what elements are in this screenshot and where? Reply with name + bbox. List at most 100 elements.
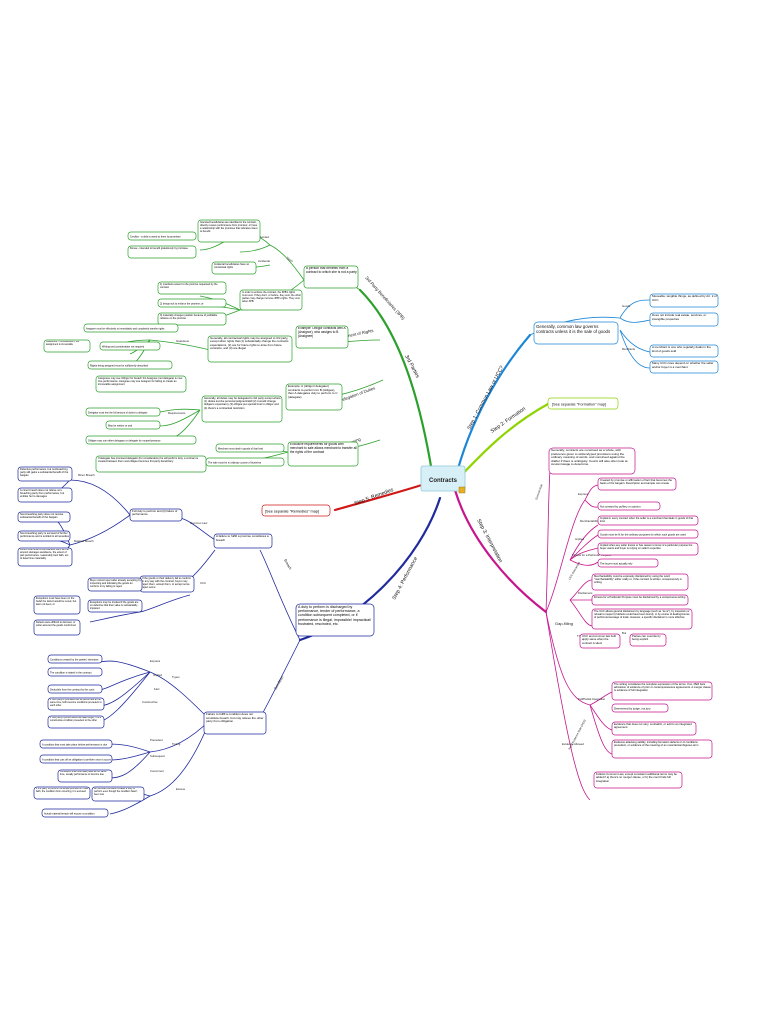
box-ucc-per: Follows Common Law, except consistent ad… — [593, 771, 683, 789]
svg-text:The sale must be in ordinary c: The sale must be in ordinary course of b… — [208, 462, 262, 465]
label-gap-filling: Gap-filling — [555, 621, 573, 626]
branch-line-interpretation — [453, 488, 548, 614]
label-merchants: Merchants — [622, 347, 636, 351]
box-disclaim2: Fitness for a Particular Purpose must be… — [591, 594, 689, 606]
branch-line-ucc — [453, 333, 532, 482]
box-mat-breach2: Non-breaching party is excused of furthe… — [17, 530, 71, 542]
svg-text:Goods must be fit for the ordi: Goods must be fit for the ordinary purpo… — [600, 533, 686, 537]
box-perf-main: A duty to perform is discharged by perfo… — [295, 603, 375, 637]
box-excl-main: Exclusive requirements for goods with me… — [287, 441, 359, 467]
box-merch1: Implied in every contract when the selle… — [597, 515, 699, 526]
box-constructive: If both party's promises can be performe… — [47, 697, 105, 711]
box-implied-fact: Deducible from the contract by the court — [47, 684, 103, 694]
box-general-rule: Generally, contracts are construed as a … — [548, 447, 636, 475]
box-third-party: UCC and common law both apply same when … — [579, 633, 621, 649]
svg-text:[See separate "Formation" map]: [See separate "Formation" map] — [552, 403, 606, 407]
label-timing: Timing — [172, 742, 181, 746]
box-merchant-rule: Merchant must deal in goods of that kind — [215, 443, 285, 453]
box-vest2: 2) brings suit to enforce the promise; o… — [157, 298, 227, 308]
box-subsequent: A condition that cuts off an obligation … — [39, 754, 113, 764]
box-evid2: Evidence attacking validity, including f… — [611, 739, 713, 759]
box-donee: Donee - intended to benefit gratuitously… — [127, 245, 197, 259]
box-see-formation[interactable]: [See separate "Formation" map] — [547, 397, 619, 410]
box-excuse2: An excused condition creates a duty to p… — [91, 786, 145, 802]
box-ucc-cure: Buyer cannot reject after already accept… — [87, 577, 143, 592]
label-delegation: Delegation of Duties — [339, 385, 376, 403]
box-assign-note: Generally, all contractual rights may be… — [207, 335, 293, 363]
box-creditor: Creditor - a debt is owed to them by pro… — [127, 231, 197, 241]
box-goods-def2: Does not include real estate, services, … — [649, 312, 719, 327]
box-common-law-goods: Generally, common law governs contracts … — [533, 321, 619, 345]
label-merchantability: Merchantability — [580, 519, 599, 523]
svg-text:Assignee must be effectively t: Assignee must be effectively to immediat… — [86, 328, 165, 331]
box-concurrent: Conditions that must take place at the s… — [57, 769, 113, 783]
label-gratuitous: Gratuitous — [176, 339, 190, 343]
label-precedent: Precedent — [150, 738, 163, 742]
box-parol1: The writing constitutes the complete exp… — [611, 681, 713, 701]
label-constructive: Constructive — [142, 700, 158, 704]
box-excuse1: If the party to perform its tender/promi… — [33, 786, 91, 800]
label-intended: Intended — [258, 235, 269, 239]
box-assign-main: Example: Obligor contracts with A (Assig… — [295, 325, 349, 349]
branch-line-formation — [453, 402, 550, 484]
center-node[interactable]: Contracts — [420, 465, 466, 494]
box-rights-assign: Rights being assigned must be sufficient… — [87, 360, 173, 370]
box-cond-stated: The condition is stated in the contract — [47, 667, 103, 677]
box-incidental: Incidental beneficiaries have no contrac… — [211, 261, 257, 275]
center-label: Contracts — [429, 478, 458, 484]
box-writing: Writing and consideration not required — [99, 341, 161, 351]
svg-text:Deducible from the contract by: Deducible from the contract by the court — [50, 689, 95, 692]
box-defects: Defects were difficult to discover, or s… — [33, 619, 81, 636]
svg-text:A condition that cuts off an o: A condition that cuts off an obligation … — [42, 759, 112, 762]
label-excusing: Excusing — [344, 436, 362, 447]
svg-text:2) brings suit to enforce the: 2) brings suit to enforce the promise; o… — [160, 303, 204, 306]
box-see-remedies[interactable]: [See separate "Remedies" map] — [261, 504, 331, 517]
box-parol2: Determined by judge, not jury — [611, 703, 669, 713]
label-breach: Breach — [283, 559, 292, 571]
box-dbl-breach1: Defective performance, but nonbreaching … — [17, 466, 73, 482]
box-deleg-main: Example: A (obligor/ delegator) contract… — [285, 383, 343, 411]
svg-text:Not created by puffery or opin: Not created by puffery or opinion — [600, 505, 641, 509]
box-vest1: 1) manifests assent to the promise reque… — [157, 281, 227, 295]
branch-label-ucc: Step 1: Common Law or UCC? — [466, 365, 505, 431]
label-excuse: Excuse — [176, 787, 186, 791]
box-exceptions2: Exceptions must have been on the belief … — [33, 595, 81, 615]
box-precedent: A condition that must take place before … — [39, 739, 113, 749]
label-full-integration: Full/Partial Integration — [578, 697, 606, 701]
svg-text:Merchant must deal in goods of: Merchant must deal in goods of that kind — [218, 448, 264, 451]
clipboard-icon — [458, 486, 466, 494]
label-ucc2: UCC — [200, 581, 206, 585]
box-deleg-writing: May be written or oral — [105, 420, 161, 430]
svg-text:Actual material breach will ex: Actual material breach will excuse a con… — [44, 813, 95, 816]
box-express: Created by promise or affirmation of fac… — [597, 477, 677, 491]
label-express: Express — [578, 492, 589, 496]
svg-text:The buyer must actually rely: The buyer must actually rely — [600, 562, 633, 566]
label-express-c: Express — [150, 659, 161, 663]
svg-text:The condition is stated in the: The condition is stated in the contract — [50, 672, 92, 675]
svg-text:Determined by judge, not jury: Determined by judge, not jury — [614, 707, 651, 711]
branch-line-remedies — [333, 482, 427, 512]
label-implied-c: Implied — [153, 673, 162, 677]
svg-text:Conditions created by the part: Conditions created by the parties' inten… — [50, 659, 99, 662]
label-implied: Implied — [575, 537, 584, 541]
box-fitness2: The buyer must actually rely — [597, 558, 659, 568]
box-mat-breach1: Non-breaching party does not receive sub… — [17, 511, 71, 523]
label-general-rule: General Rule — [534, 483, 544, 500]
box-mat-breach3: Courts look at all circumstances such as… — [17, 547, 73, 567]
box-exceptions: Exceptions may be invoked if the goods a… — [87, 599, 143, 613]
box-merchant-def2: Many UCC rules depend on whether the sel… — [649, 360, 719, 374]
box-intended1: Intended beneficiaries are identified in… — [197, 219, 261, 243]
label-concurrent: Concurrent — [150, 769, 164, 773]
label-subsequent: Subsequent — [150, 754, 165, 758]
box-tpb-main: A person that benefits from a contract t… — [303, 265, 359, 289]
box-assign-rights: Assignee must be effectively to immediat… — [83, 323, 179, 333]
box-evid1: Evidence that does not vary, contradict,… — [611, 721, 697, 736]
box-breach-main: A failure to fulfill a promise constitut… — [213, 533, 273, 549]
box-constructive2: If one party's performance will take lon… — [47, 715, 105, 729]
box-dbl-breach2: A minor breach does not relieve non-brea… — [17, 487, 73, 503]
svg-text:Writing and consideration not: Writing and consideration not required — [102, 346, 145, 349]
box-vest3: 3) materially changes position because o… — [157, 312, 227, 326]
box-delegate-note: Generally, all duties may be delegated t… — [201, 395, 283, 423]
label-condition: Condition — [273, 675, 284, 690]
